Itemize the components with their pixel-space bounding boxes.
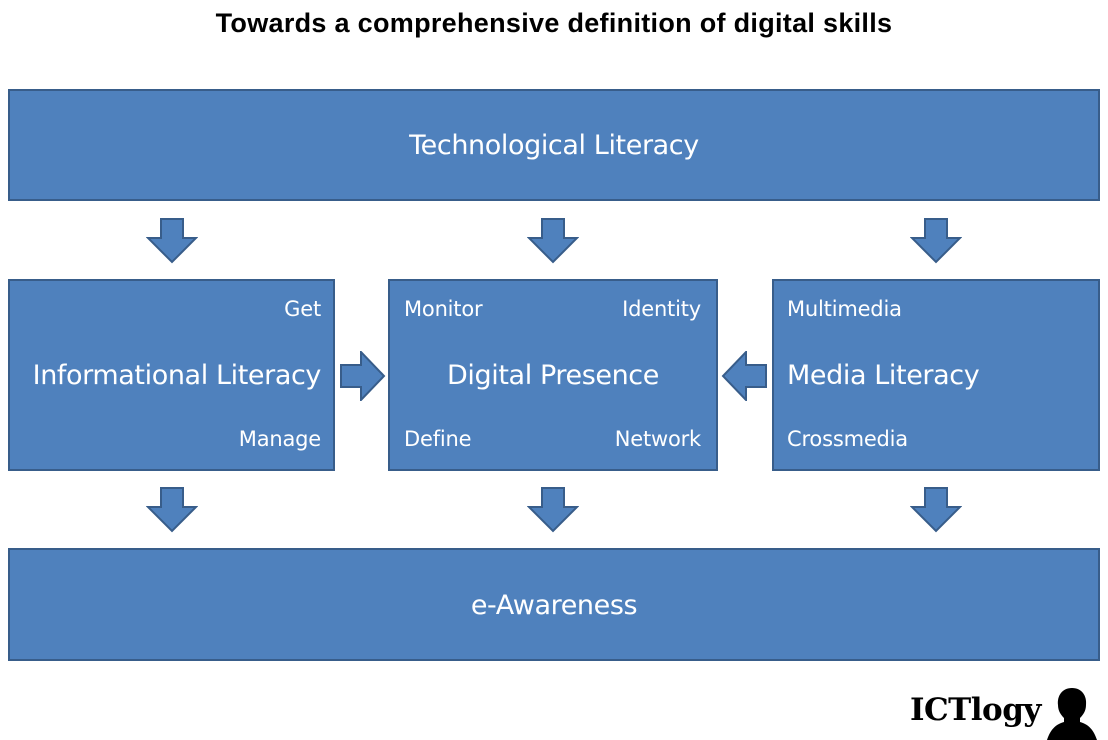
down-arrow-icon [910,218,962,264]
digital-presence-label: Digital Presence [447,360,659,391]
right-arrow-icon [340,351,386,401]
technological-literacy-box: Technological Literacy [8,89,1100,201]
monitor-label: Monitor [404,297,483,321]
crossmedia-label: Crossmedia [787,427,908,451]
media-literacy-label: Media Literacy [787,360,980,391]
logo-text: ICTlogy [910,692,1041,728]
down-arrow-icon [910,487,962,533]
identity-label: Identity [622,297,701,321]
digital-presence-box: Monitor Identity Digital Presence Define… [388,279,718,471]
e-awareness-box: e-Awareness [8,548,1100,661]
network-label: Network [614,427,701,451]
left-arrow-icon [721,351,767,401]
down-arrow-icon [146,218,198,264]
media-literacy-box: Multimedia Media Literacy Crossmedia [772,279,1100,471]
down-arrow-icon [527,487,579,533]
page-title: Towards a comprehensive definition of di… [215,8,893,38]
down-arrow-icon [527,218,579,264]
informational-literacy-box: Get Informational Literacy Manage [8,279,335,471]
person-silhouette-icon [1047,688,1097,740]
get-label: Get [284,297,321,321]
informational-literacy-label: Informational Literacy [32,360,322,391]
define-label: Define [404,427,472,451]
e-awareness-label: e-Awareness [470,590,638,621]
technological-literacy-label: Technological Literacy [409,130,699,161]
manage-label: Manage [238,427,321,451]
down-arrow-icon [146,487,198,533]
ictlogy-logo: ICTlogy [906,686,1102,740]
multimedia-label: Multimedia [787,297,902,321]
